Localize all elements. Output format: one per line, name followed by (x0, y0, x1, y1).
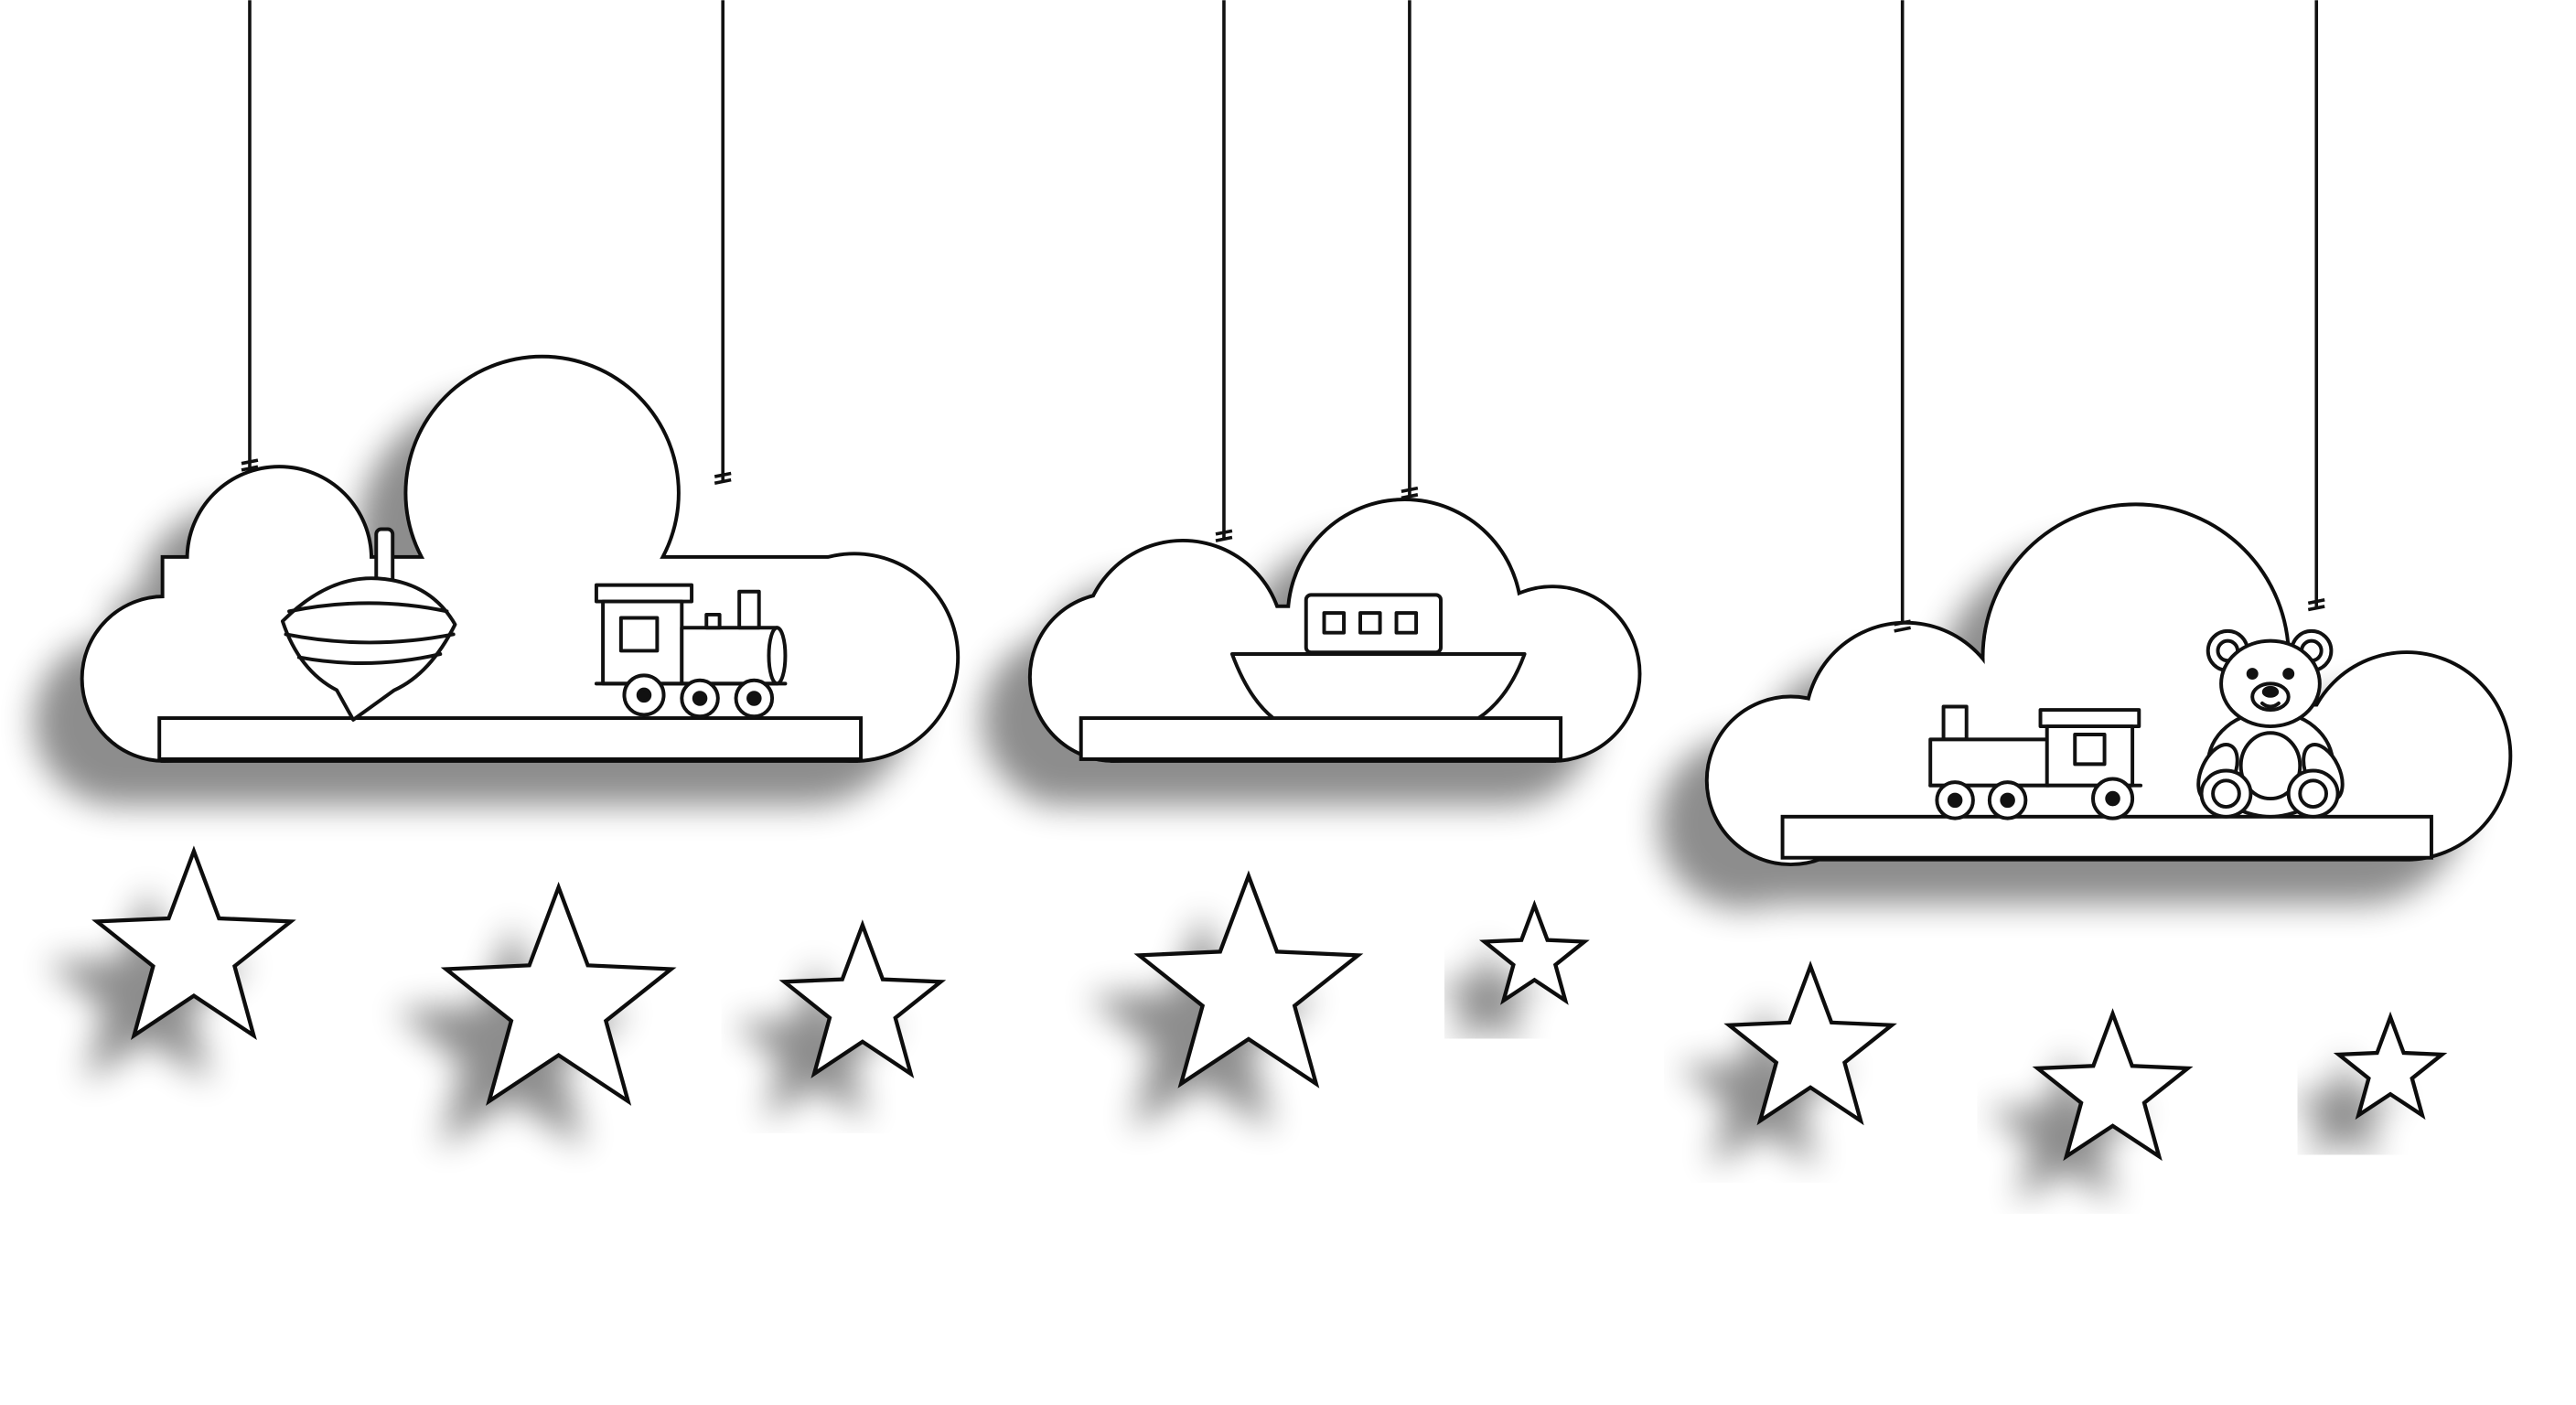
cloud-shelf (80, 354, 961, 763)
toy-train-icon (1928, 704, 2143, 820)
star-icon (778, 919, 947, 1078)
star-icon (91, 845, 296, 1041)
star-icon (2032, 1008, 2194, 1162)
teddy-bear-icon (2196, 628, 2345, 819)
hanging-strings (248, 0, 2319, 630)
string-knot (241, 458, 259, 472)
shelf (157, 716, 864, 761)
star-icon (2333, 1011, 2448, 1121)
star-icon (1478, 899, 1590, 1005)
string-knot (1401, 486, 1419, 500)
shelf (1780, 814, 2433, 860)
string-knot (1894, 619, 1912, 633)
shelf (1079, 716, 1563, 761)
toy-boat-icon (1229, 593, 1527, 721)
string-knot (714, 471, 732, 486)
star-icon (1723, 960, 1897, 1126)
spinning-top-icon (280, 527, 457, 722)
toy-train-icon (594, 583, 788, 719)
string-knot (2307, 597, 2325, 612)
string-knot (1215, 529, 1233, 542)
star-icon (440, 881, 677, 1106)
star-icon (1133, 870, 1364, 1089)
